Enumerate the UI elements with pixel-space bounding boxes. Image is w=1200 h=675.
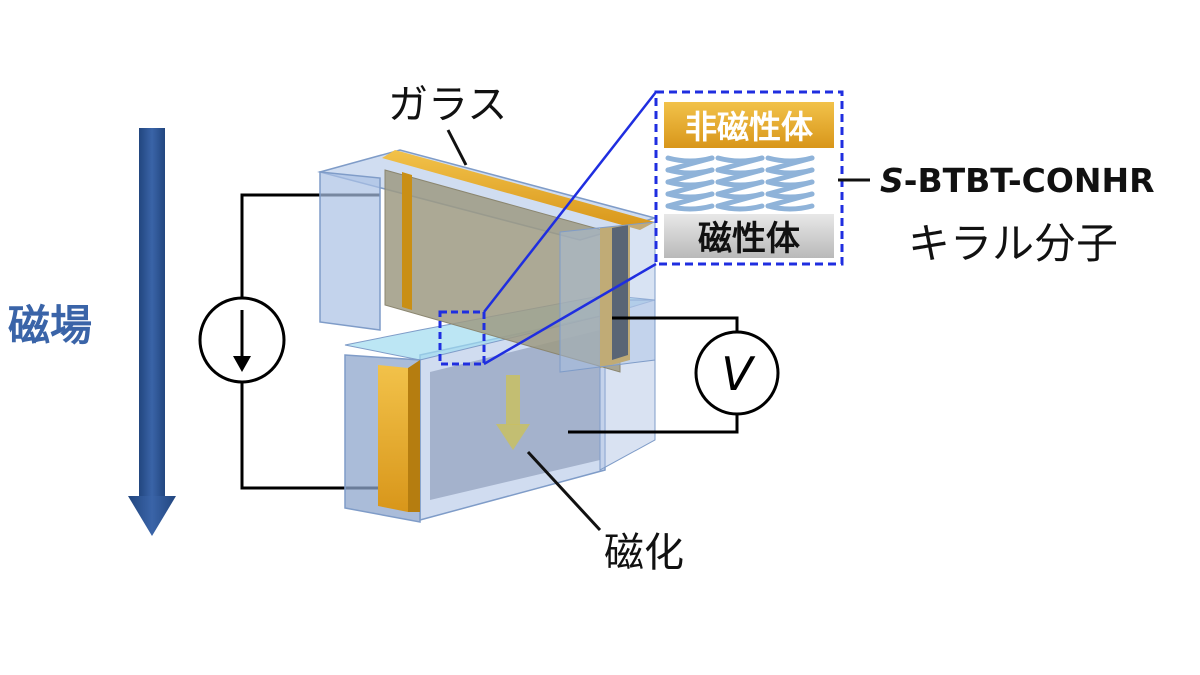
chiral-molecule-label: キラル分子 xyxy=(908,219,1118,268)
zoom-region-box xyxy=(438,310,486,366)
nonmagnetic-label: 非磁性体 xyxy=(685,108,813,146)
zoom-line-top xyxy=(483,91,657,313)
magnetic-label: 磁性体 xyxy=(698,219,800,259)
molecule-name: -BTBT-CONHR xyxy=(904,161,1155,200)
zoom-line-bottom xyxy=(483,262,657,366)
nonmagnetic-layer xyxy=(664,102,834,148)
layer-stack-inset: 非磁性体 磁性体 xyxy=(654,90,844,266)
magnetization-leader-line xyxy=(526,450,602,532)
current-source-icon xyxy=(198,296,286,384)
magnetization-label: 磁化 xyxy=(604,530,684,576)
magnetic-field-label: 磁場 xyxy=(8,301,92,350)
glass-leader-line xyxy=(446,129,468,166)
voltmeter-label: V xyxy=(721,347,756,401)
chiral-helices xyxy=(665,155,815,212)
voltage-circuit-wire xyxy=(568,316,739,434)
molecule-label: S-BTBT-CONHR xyxy=(880,161,1155,200)
glass-label: ガラス xyxy=(388,82,507,128)
magnetic-field-arrow xyxy=(128,128,176,536)
upper-device-block xyxy=(317,149,658,373)
molecule-prefix: S xyxy=(880,161,904,200)
magnetic-layer xyxy=(664,214,834,258)
voltmeter-icon: V xyxy=(694,330,780,416)
